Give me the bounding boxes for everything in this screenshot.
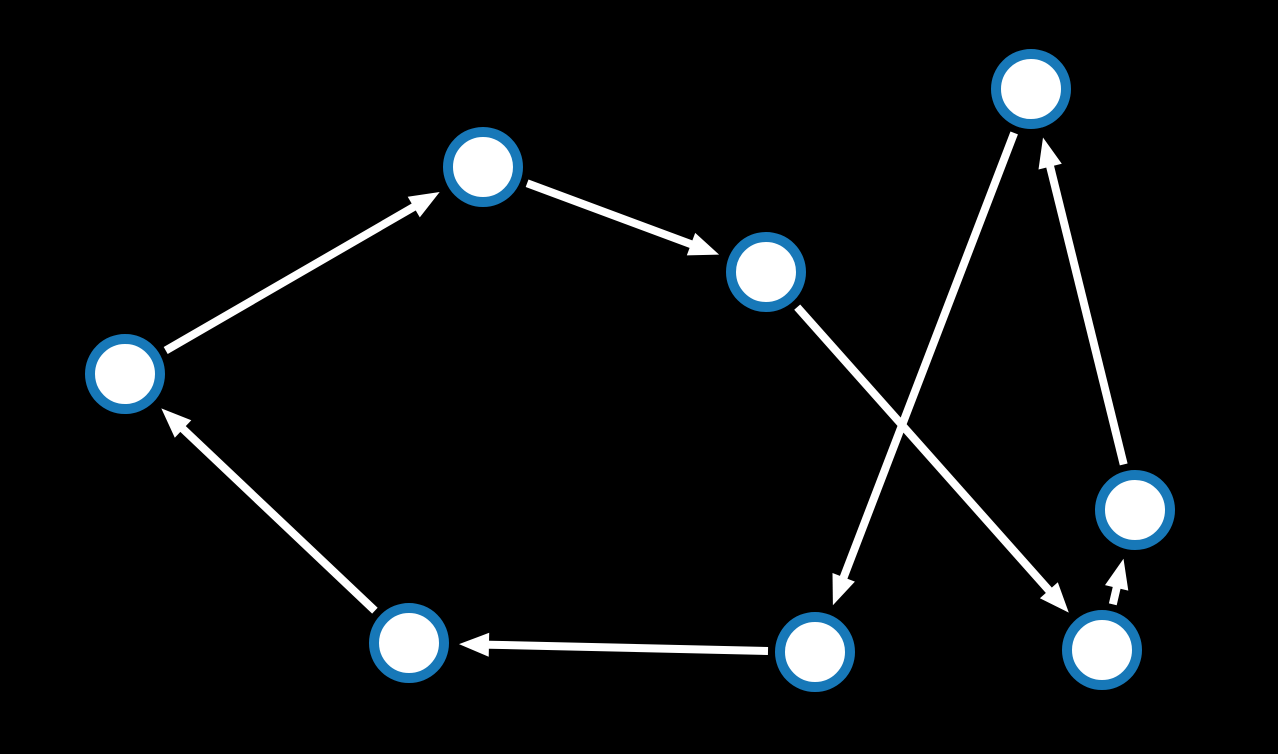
graph-edge xyxy=(161,408,378,614)
graph-edge xyxy=(163,192,440,354)
edge-arrowhead-icon xyxy=(407,192,440,218)
edge-line xyxy=(175,421,378,614)
edge-arrowhead-icon xyxy=(161,408,192,438)
node-bottom-middle xyxy=(775,612,855,692)
graph-edge xyxy=(459,632,769,657)
edge-line xyxy=(837,131,1018,585)
edge-line xyxy=(1044,159,1128,466)
graph-edge xyxy=(525,179,720,256)
node-top-right xyxy=(991,49,1071,129)
node-center xyxy=(726,232,806,312)
node-right xyxy=(1095,470,1175,550)
edge-arrowhead-icon xyxy=(1038,137,1062,170)
edge-arrowhead-icon xyxy=(1039,582,1069,613)
edge-line xyxy=(525,179,698,251)
node-bottom-left xyxy=(369,603,449,683)
graph-edge xyxy=(794,304,1069,613)
graph-edge xyxy=(1038,137,1128,466)
edge-arrowhead-icon xyxy=(832,573,855,606)
node-upper-middle xyxy=(443,127,523,207)
graph-edge xyxy=(1105,558,1129,606)
edge-line xyxy=(163,200,421,354)
node-bottom-right xyxy=(1062,610,1142,690)
edge-arrowhead-icon xyxy=(686,232,720,256)
edge-line xyxy=(794,304,1056,598)
edge-line xyxy=(482,640,769,655)
graph-edge xyxy=(832,131,1018,606)
edge-arrowhead-icon xyxy=(1105,558,1129,591)
node-left xyxy=(85,334,165,414)
edge-arrowhead-icon xyxy=(459,632,490,657)
